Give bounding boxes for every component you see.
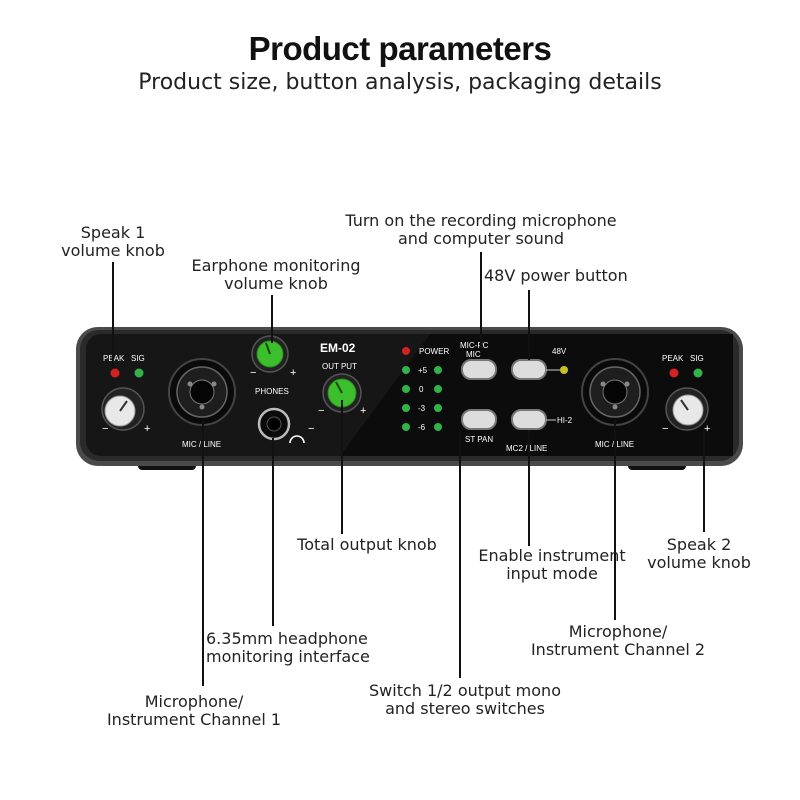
hi2-label: HI-2 [557,416,573,425]
leader-total-output [341,400,343,534]
sig-label-2: SIG [690,354,704,363]
mic-label: MIC [466,350,481,359]
leader-channel1 [202,420,204,686]
st-pan-button [461,409,497,430]
peak-label-2: PEAK [662,354,684,363]
hi2-button [511,409,547,430]
page-subtitle: Product size, button analysis, packaging… [138,70,662,95]
meter-label-1: 0 [419,385,424,394]
leader-instrument [528,430,530,546]
meter-label-2: -3 [418,404,426,413]
speak2-plus: + [704,423,710,435]
callout-total-output: Total output knob [297,535,437,554]
phones-minus: − [250,367,256,379]
headphone-minus: − [308,423,314,435]
mic-pc-label: MIC-PC [460,341,489,350]
leader-recording [480,252,482,348]
speak2-minus: − [662,423,668,435]
page-title: Product parameters [248,30,552,67]
leader-channel2 [614,420,616,620]
meter-label-0: +5 [418,366,428,375]
speak1-plus: + [144,423,150,435]
st-pan-label: ST PAN [465,435,493,444]
peak-led-2 [669,368,679,378]
output-minus: − [318,405,324,417]
mic-line-label-1: MIC / LINE [182,440,221,449]
48v-led [560,366,568,374]
callout-48v: 48V power button [484,266,628,285]
power-led [402,347,410,355]
output-plus: + [360,405,366,417]
power-label: POWER [419,347,449,356]
sig-led-2 [693,368,703,378]
mic-pc-button [461,359,497,380]
48v-label: 48V [552,347,567,356]
peak-label-1: PEAK [103,354,125,363]
peak-led-1 [110,368,120,378]
sig-led-1 [134,368,144,378]
callout-channel2: Microphone/Instrument Channel 2 [530,622,706,659]
speak1-minus: − [102,423,108,435]
headphone-icon [289,435,305,444]
leader-earphone [271,295,273,343]
phones-plus: + [290,367,296,379]
meter-label-3: -6 [418,423,426,432]
leader-speak1 [112,262,114,368]
leader-48v [528,290,530,360]
power-48v-button [511,359,547,380]
output-label: OUT PUT [322,362,357,371]
level-meter: +5 0 -3 -6 [402,366,442,432]
leader-mono-stereo [459,430,461,678]
phones-label: PHONES [255,387,289,396]
callout-channel1: Microphone/Instrument Channel 1 [106,692,282,729]
model-name: EM-02 [320,341,356,355]
leader-speak2 [703,430,705,532]
sig-label-1: SIG [131,354,145,363]
mc2-line-label: MC2 / LINE [506,444,547,453]
leader-headphone [272,438,274,626]
